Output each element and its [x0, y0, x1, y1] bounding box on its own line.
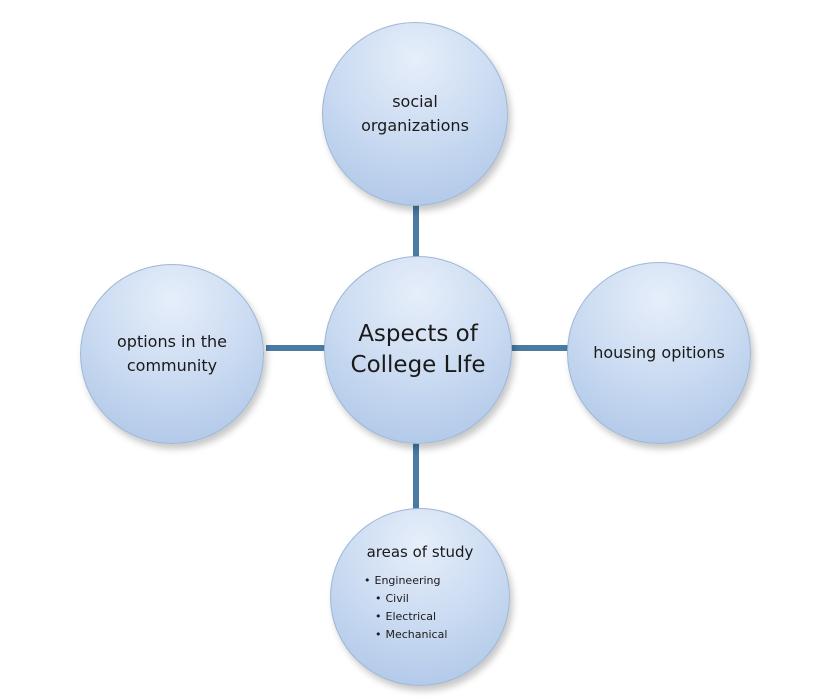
node-options-in-community: options in the community	[80, 264, 264, 444]
node-label: housing opitions	[593, 343, 725, 362]
node-label: social organizations	[361, 92, 469, 135]
list-item: Civil	[364, 590, 476, 608]
list-item: Mechanical	[364, 626, 476, 644]
node-center-aspects-of-college-life: Aspects of College LIfe	[324, 256, 512, 444]
node-label: options in the community	[117, 332, 227, 375]
connector-top	[413, 192, 419, 262]
list-item: Electrical	[364, 608, 476, 626]
list-item: Engineering	[364, 572, 476, 590]
connector-bottom	[413, 432, 419, 514]
node-social-organizations: social organizations	[322, 22, 508, 206]
node-areas-of-study: areas of study Engineering Civil Electri…	[330, 508, 510, 686]
connector-left	[266, 345, 328, 351]
center-label: Aspects of College LIfe	[350, 321, 486, 378]
connector-right	[506, 345, 568, 351]
node-label: areas of study	[366, 543, 474, 561]
node-housing-options: housing opitions	[567, 262, 751, 444]
study-list: Engineering Civil Electrical Mechanical	[364, 572, 476, 644]
